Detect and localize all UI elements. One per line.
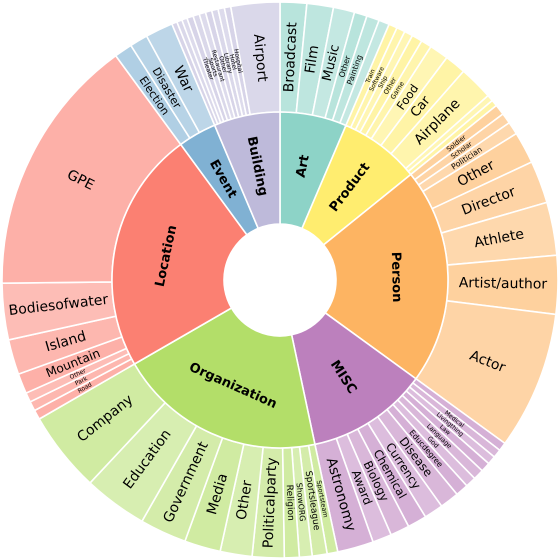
label-building-airport: Airport	[250, 33, 270, 83]
center-hole	[224, 224, 336, 336]
label-art-broadcast: Broadcast	[281, 21, 300, 92]
label-organization-other: Other	[234, 479, 256, 521]
label-organization-politicalparty: Politicalparty	[261, 457, 281, 548]
label-building-library: Library	[222, 52, 234, 74]
label-building-other: Other	[217, 55, 228, 74]
label-art-film: Film	[302, 44, 322, 74]
category-label-art: Art	[294, 154, 313, 179]
label-organization-religion: Religion	[284, 485, 296, 522]
label-building-hospital: Hospital	[232, 48, 244, 74]
label-building-hotel: Hotel	[228, 54, 238, 71]
label-person-artist-author: Artist/author	[459, 275, 548, 293]
category-label-person: Person	[388, 252, 404, 303]
label-organization-showorg: ShowORG	[294, 482, 307, 521]
